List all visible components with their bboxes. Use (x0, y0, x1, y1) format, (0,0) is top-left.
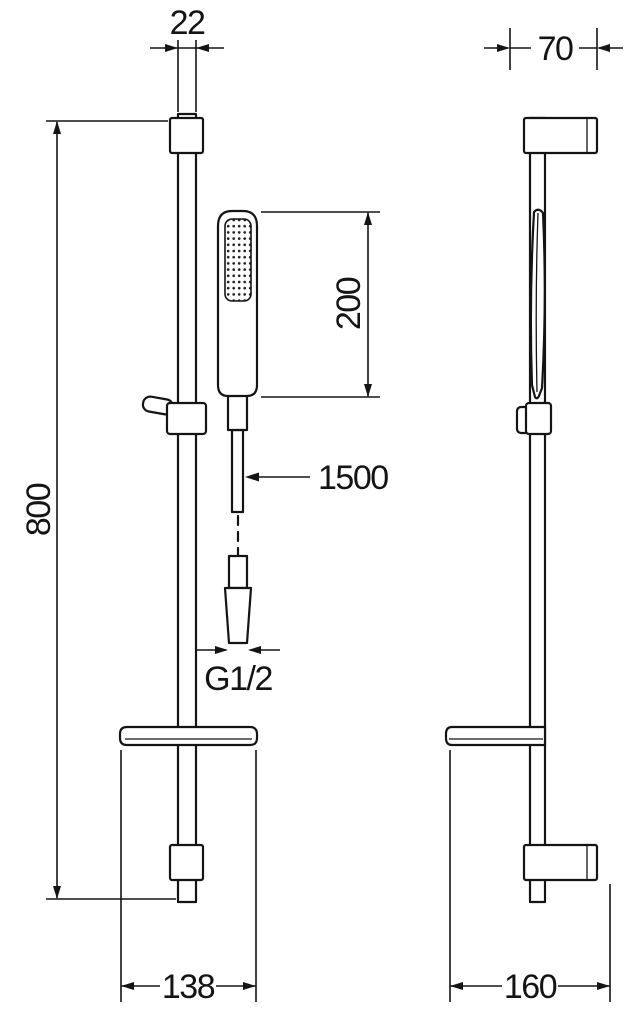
top-wall-bracket-front (168, 116, 205, 155)
dim-hose-length: 1500 (245, 459, 390, 497)
side-view (444, 116, 599, 904)
shower-hose (230, 428, 245, 514)
dim-handshower-length: 200 (261, 211, 380, 398)
hose-nut (226, 392, 249, 432)
soap-shelf-front (118, 725, 259, 747)
soap-shelf-side (444, 725, 547, 747)
arrowhead (450, 982, 463, 990)
bottom-wall-bracket-front (168, 843, 205, 882)
arrowhead (248, 646, 261, 654)
arrowhead (53, 121, 61, 134)
g12-connector-cone (223, 586, 253, 645)
hand-shower-side-profile (529, 208, 546, 400)
dim-shelf-width: 138 (120, 750, 257, 1006)
dim-rail-width: 22 (150, 4, 224, 112)
dim-rail-height: 800 (20, 120, 176, 900)
arrowhead (243, 982, 256, 990)
dim-label-bracket-depth: 70 (538, 30, 573, 68)
dim-bracket-depth: 70 (484, 28, 623, 70)
arrowhead (497, 44, 510, 52)
dim-label-shelf-width: 138 (162, 968, 215, 1006)
arrowhead (597, 44, 610, 52)
hose-end-fitting (227, 554, 249, 590)
front-view (118, 112, 259, 904)
dim-label-hose-length: 1500 (318, 459, 388, 497)
dim-label-handshower-length: 200 (330, 277, 368, 330)
top-wall-bracket-side (522, 116, 599, 155)
spray-face (224, 218, 252, 302)
arrowhead (165, 44, 178, 52)
dim-label-overall-depth: 160 (504, 968, 557, 1006)
arrowhead (597, 982, 610, 990)
slider-rail-front (176, 112, 198, 904)
dim-overall-depth: 160 (449, 750, 611, 1006)
arrowhead (364, 212, 372, 225)
dim-label-rail-height: 800 (20, 483, 58, 536)
arrowhead (364, 384, 372, 397)
arrowhead (215, 646, 228, 654)
dim-thread: G1/2 (196, 646, 280, 698)
arrowhead (121, 982, 134, 990)
bottom-wall-bracket-side (522, 843, 599, 882)
hand-shower-side-contour-line (535, 212, 539, 393)
arrowhead (245, 472, 259, 482)
arrowhead (196, 44, 209, 52)
slider-holder-side (524, 401, 553, 436)
slider-holder-front (165, 401, 208, 436)
dim-label-rail-width: 22 (170, 4, 205, 42)
dim-label-thread: G1/2 (204, 660, 272, 698)
arrowhead (53, 886, 61, 899)
